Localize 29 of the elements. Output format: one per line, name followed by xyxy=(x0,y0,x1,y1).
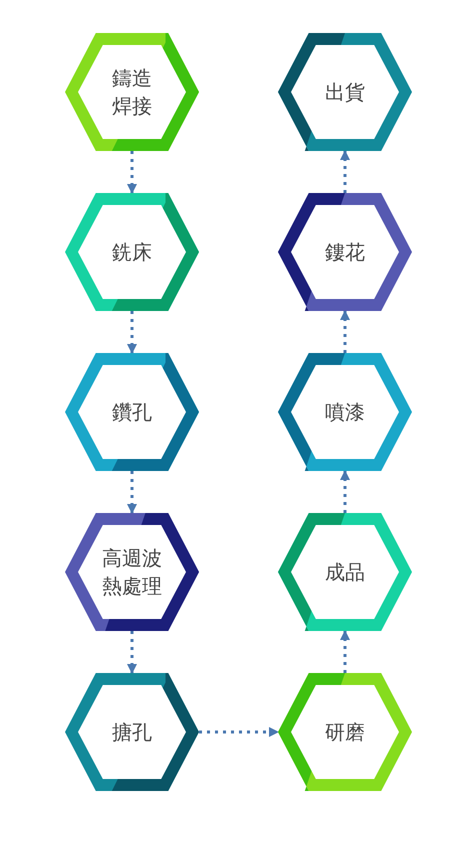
hexagon-node xyxy=(278,33,412,151)
hexagon-node xyxy=(65,353,199,471)
dotted-arrow xyxy=(340,470,350,513)
dotted-arrow xyxy=(199,727,279,737)
node-label: 鑄造焊接 xyxy=(111,65,153,120)
dotted-arrow xyxy=(127,631,137,674)
node-label: 成品 xyxy=(324,559,366,586)
hexagon-node xyxy=(65,673,199,791)
dotted-arrow xyxy=(127,151,137,194)
dotted-arrow xyxy=(340,310,350,353)
node-label: 高週波熱處理 xyxy=(101,545,163,600)
node-label: 噴漆 xyxy=(324,399,366,426)
dotted-arrow xyxy=(340,630,350,673)
node-label: 研磨 xyxy=(324,719,366,746)
dotted-arrow xyxy=(340,150,350,193)
hexagon-node xyxy=(278,513,412,631)
hexagon-node xyxy=(65,33,199,151)
hexagon-node xyxy=(278,353,412,471)
node-label: 搪孔 xyxy=(111,719,153,746)
hexagon-node xyxy=(65,513,199,631)
hexagon-node xyxy=(278,673,412,791)
dotted-arrow xyxy=(127,311,137,354)
node-label: 鏤花 xyxy=(324,239,366,266)
hexagon-node xyxy=(278,193,412,311)
node-label: 出貨 xyxy=(324,79,366,106)
dotted-arrow xyxy=(127,471,137,514)
node-label: 鑽孔 xyxy=(111,399,153,426)
hexagon-node xyxy=(65,193,199,311)
node-label: 銑床 xyxy=(111,239,153,266)
